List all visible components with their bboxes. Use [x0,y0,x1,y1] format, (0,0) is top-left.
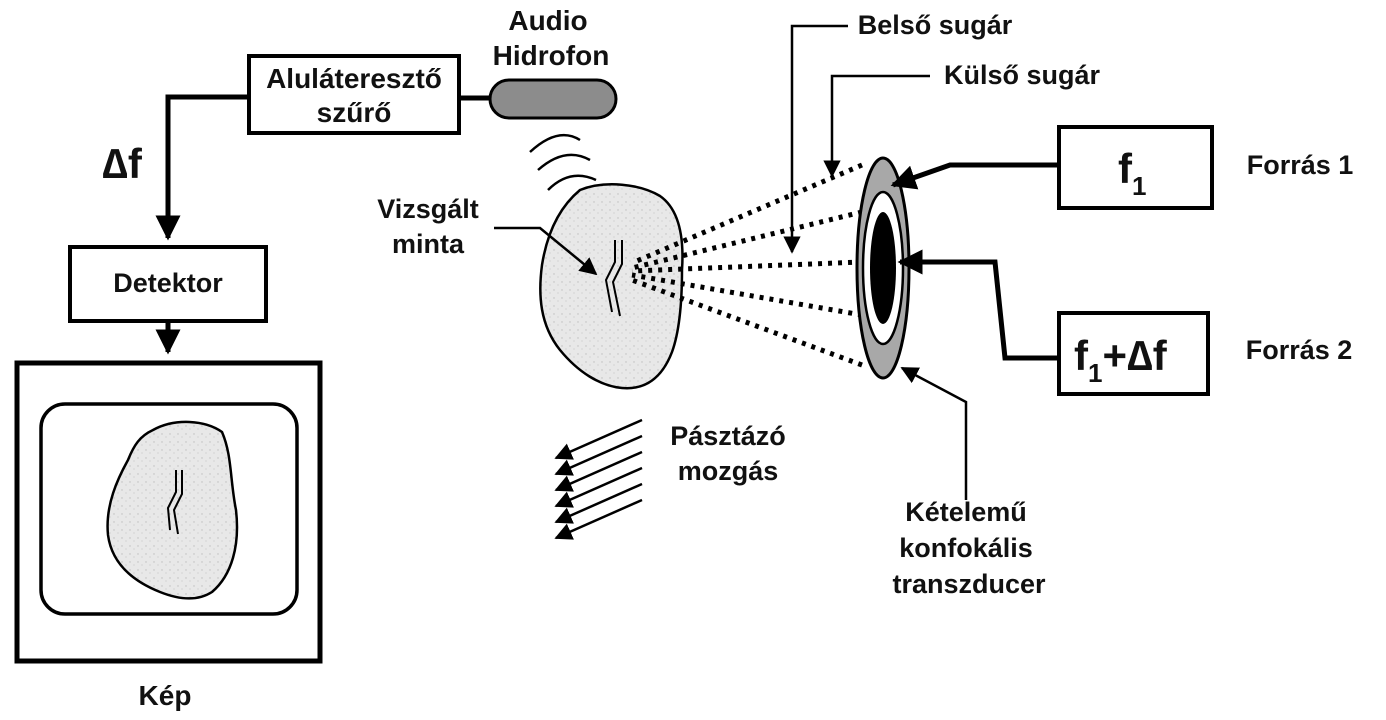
hydrophone-label: Hidrofon [493,40,610,71]
ultrasound-beams [631,162,863,368]
source2-freq: f1+∆f [1074,332,1168,388]
filter-label-line2: szűrő [317,97,392,128]
scan-arrows-icon [554,418,643,540]
scan-label-line2: mozgás [678,456,779,486]
source2-box [1057,311,1210,396]
sample-crack-a [604,240,616,313]
sample-image-blob [106,420,239,600]
outer-beam-label: Külső sugár [944,60,1101,90]
sample-label-line1: Vizsgált [377,194,479,224]
sample-crack-b [611,240,623,317]
sample-image-crack-a [166,470,177,531]
transducer-label-line1: Kételemű [905,497,1027,527]
sample-label-line2: minta [392,229,465,259]
transducer-label-line2: konfokális [899,533,1033,563]
scan-label-line1: Pásztázó [670,421,786,451]
inner-beam-pointer [783,24,848,254]
transducer-icon [855,156,911,380]
sound-wave-icon-2 [537,153,591,171]
inner-beam-label: Belső sugár [858,10,1013,40]
image-label: Kép [139,680,192,711]
sample-pointer-arrow [494,226,598,276]
sample-blob-icon [539,183,684,390]
sound-wave-icon [529,133,581,153]
outer-beam-pointer [823,74,930,178]
source2-label: Forrás 2 [1246,335,1353,365]
source1-wire [890,162,1059,190]
filter-label-line1: Aluláteresztő [266,63,442,94]
detector-label: Detektor [113,268,223,298]
source2-wire [897,249,1059,361]
hydrophone-icon [488,78,618,120]
audio-label: Audio [508,5,587,36]
source1-freq: f1 [1118,145,1146,201]
source1-box [1057,125,1214,210]
transducer-label-line3: transzducer [892,569,1046,599]
detector-box [68,245,268,323]
transducer-pointer [900,366,968,500]
sample-image-crack-b [172,470,183,535]
source1-label: Forrás 1 [1247,150,1354,180]
delta-f-label: ∆f [102,140,143,187]
sound-wave-icon-3 [547,174,597,191]
delta-f-signal-arrow [155,94,249,241]
